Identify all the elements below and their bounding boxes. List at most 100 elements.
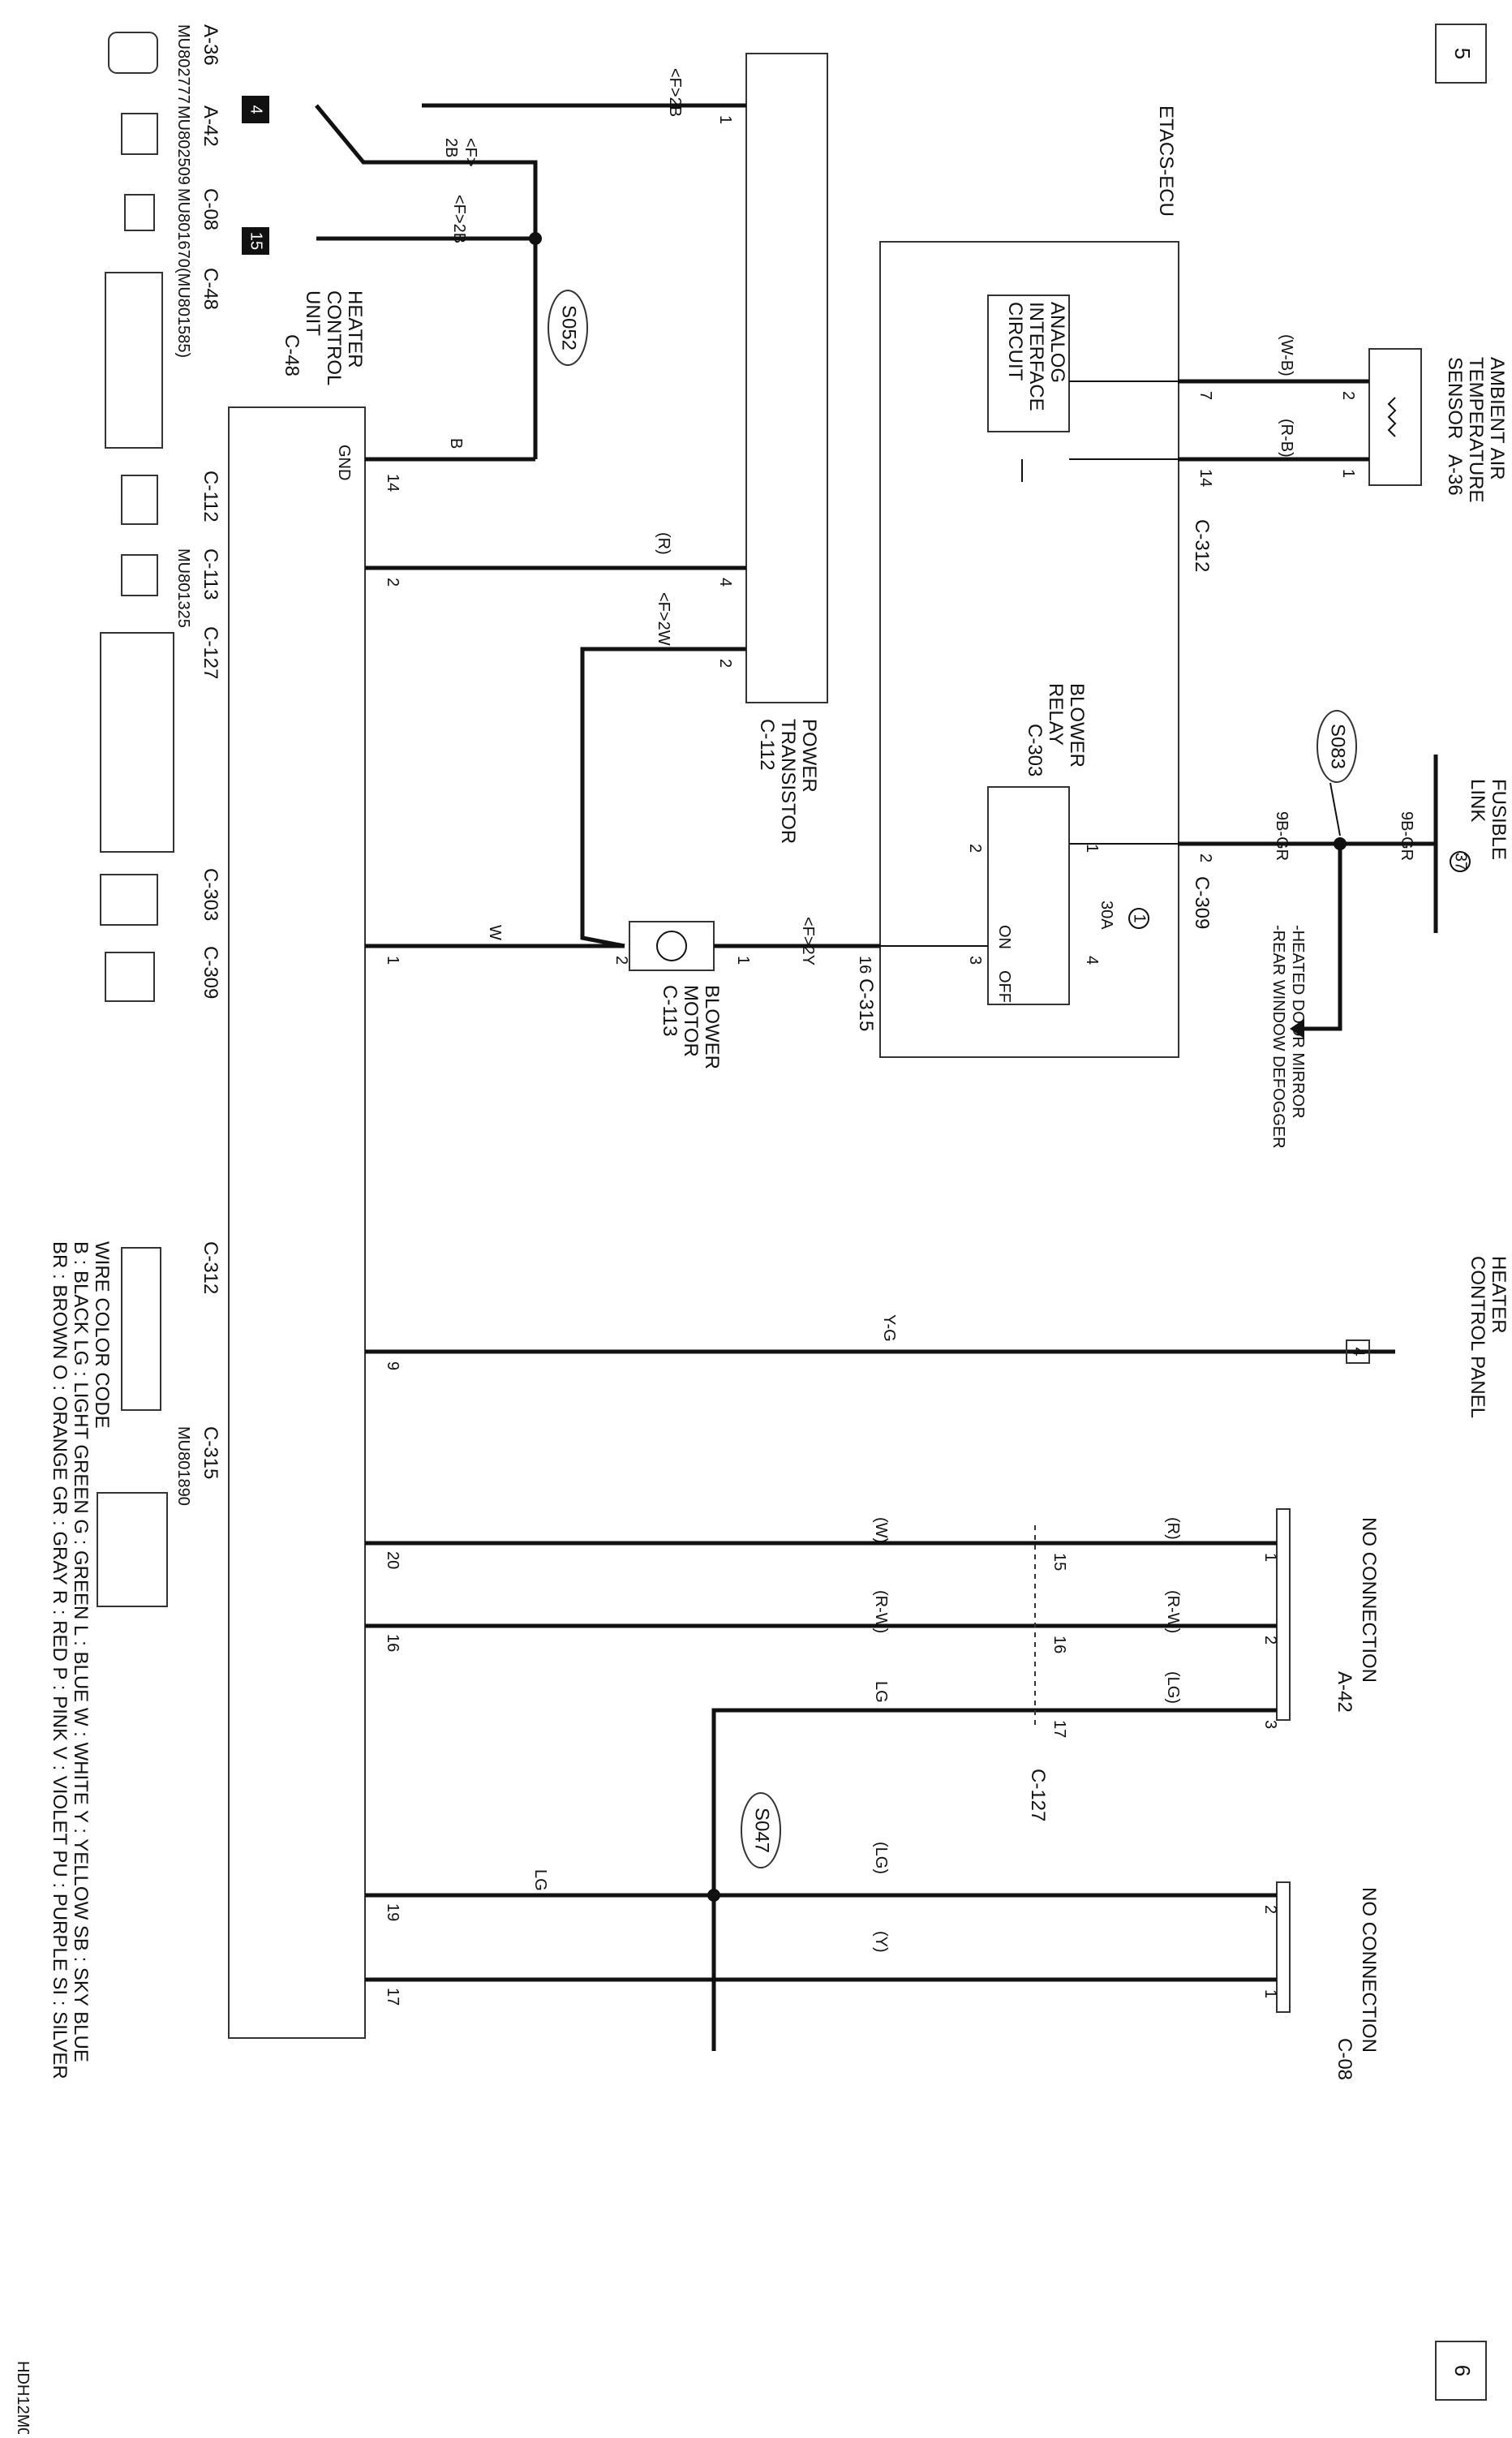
heater-unit-connector: C-48 <box>281 334 303 376</box>
conn-c112-id: C-112 <box>200 471 221 522</box>
pin-h9: 9 <box>384 1361 402 1370</box>
wire-a42-3 <box>711 1708 1277 2051</box>
splice-s083-marker <box>1317 710 1357 783</box>
heater-panel-label-2: CONTROL PANEL <box>1467 1256 1488 1418</box>
wire-label-9bgr-a: 9B-GR <box>1398 811 1415 861</box>
pin-s1: 1 <box>1339 469 1357 478</box>
figure-code: HDH12M00CC <box>14 2361 32 2434</box>
conn-a42-part: MU802509 <box>174 105 192 185</box>
c312-connector-label: C-312 <box>1191 519 1213 572</box>
conn-c48-part: (MU801585) <box>174 268 192 358</box>
wire-label-wb: (W-B) <box>1278 334 1295 376</box>
ref-marker-15-label: 15 <box>247 232 265 250</box>
conn-a42-id: A-42 <box>200 105 221 147</box>
fusible-link-number: 37 <box>1452 853 1470 871</box>
wire-label-b: B <box>447 438 465 449</box>
wire-label-f2y: <F>2Y <box>799 917 817 965</box>
fusible-link-number-circle <box>1450 851 1471 872</box>
splice-s047-label: S047 <box>751 1808 773 1853</box>
page-number-bottom: 6 <box>1450 2365 1475 2376</box>
conn-c113-id: C-113 <box>200 548 221 600</box>
pin-e2: 2 <box>1196 854 1214 862</box>
pin-pt2: 2 <box>716 659 734 668</box>
wire-label-lg-d: LG <box>531 1869 549 1891</box>
pin-h14: 14 <box>384 474 402 492</box>
splice-s047-marker <box>741 1792 781 1868</box>
ambient-sensor-connector: A-36 <box>1444 454 1466 496</box>
conn-c48-id: C-48 <box>200 268 221 310</box>
splice-s052-marker <box>548 290 588 366</box>
splice-s052-label: S052 <box>558 305 580 350</box>
c309-connector-label: C-309 <box>1191 876 1213 929</box>
analog-label-1: ANALOG <box>1046 302 1068 383</box>
gnd-label: GND <box>335 445 353 480</box>
wire-label-f2b: <F>2B <box>666 68 684 117</box>
pin-a3: 3 <box>1261 1720 1279 1729</box>
ref-marker-4-label: 4 <box>247 105 265 114</box>
pin-h17: 17 <box>384 1988 402 2006</box>
conn-a36-id: A-36 <box>200 24 221 66</box>
wire-label-yg: Y-G <box>880 1314 898 1342</box>
pin-a1: 1 <box>1261 1553 1279 1562</box>
conn-c315-part: MU801890 <box>174 1426 192 1506</box>
feed-note-2: -REAR WINDOW DEFOGGER <box>1269 925 1287 1149</box>
wire-color-code-title: WIRE COLOR CODE <box>91 1241 113 1429</box>
ambient-sensor-label-1: AMBIENT AIR <box>1486 357 1508 480</box>
conn-c315-face <box>97 1492 168 1607</box>
conn-c309-face <box>105 952 155 1002</box>
splice-s083-leader <box>1329 782 1341 836</box>
wire-label-y: (Y) <box>872 1931 890 1953</box>
conn-c312-id: C-312 <box>200 1241 221 1294</box>
conn-c08-face <box>124 194 155 231</box>
pin-h2: 2 <box>384 578 402 587</box>
wire-label-w2: (W) <box>872 1517 890 1543</box>
conn-c08-part: MU801670 <box>174 188 192 268</box>
analog-label-3: CIRCUIT <box>1004 302 1026 381</box>
wire-label-r2: (R) <box>1164 1517 1182 1540</box>
heater-unit-label-3: UNIT <box>302 290 324 336</box>
pin-c17: 17 <box>1050 1720 1068 1738</box>
pin-pt4: 4 <box>716 578 734 587</box>
heater-unit-label-2: CONTROL <box>323 290 345 385</box>
wire-pt2 <box>580 647 746 948</box>
connector-views: A-36 MU802777 A-42 MU802509 C-08 MU80167… <box>97 24 221 1607</box>
wire-label-rw2: (R-W) <box>872 1590 890 1633</box>
a42-connector-label: A-42 <box>1334 1671 1355 1713</box>
c315-connector-label: C-315 <box>855 978 877 1031</box>
relay-on-label: ON <box>995 925 1013 949</box>
pin-a2: 2 <box>1261 1636 1279 1645</box>
pin-c15: 15 <box>1050 1553 1068 1571</box>
nc-c08-label: NO CONNECTION <box>1358 1887 1380 2053</box>
ref-marker-4 <box>242 96 269 123</box>
relay-off-label: OFF <box>995 970 1013 1003</box>
pin-n2: 2 <box>1261 1905 1279 1914</box>
power-transistor-box <box>745 53 828 703</box>
pin-h19: 19 <box>384 1903 402 1921</box>
feed-note-1: -HEATED DOOR MIRROR <box>1289 925 1307 1119</box>
pin-r3: 3 <box>966 956 984 965</box>
ambient-sensor-box <box>1368 348 1422 486</box>
wire-label-lg-a: (LG) <box>1164 1671 1182 1704</box>
fusible-link-label-2: LINK <box>1467 779 1488 822</box>
blower-relay-box <box>987 786 1070 1005</box>
wire-label-9bgr-b: 9B-GR <box>1273 811 1291 861</box>
blower-motor-label-2: MOTOR <box>680 985 702 1057</box>
wire-ref4 <box>315 104 538 239</box>
pin-s2: 2 <box>1339 391 1357 400</box>
ambient-sensor-label-3: SENSOR <box>1444 357 1466 439</box>
pin-c16: 16 <box>1050 1636 1068 1653</box>
wire-label-r: (R) <box>655 532 672 555</box>
splice-s047-dot <box>707 1889 720 1902</box>
etacs-ecu-label: ETACS-ECU <box>1155 105 1177 217</box>
analog-label-2: INTERFACE <box>1025 302 1047 411</box>
wire-color-code-line-1: B : BLACK LG : LIGHT GREEN G : GREEN L :… <box>70 1241 92 2062</box>
analog-interface-box <box>987 295 1070 432</box>
conn-a36-face <box>108 32 158 74</box>
pin-h20: 20 <box>384 1551 402 1569</box>
fusible-link-label-1: FUSIBLE <box>1488 779 1510 860</box>
conn-c303-face <box>100 874 158 926</box>
wire-color-code-line-2: BR : BROWN O : ORANGE GR : GRAY R : RED … <box>49 1241 71 2079</box>
a42-connector-box <box>1276 1508 1291 1721</box>
splice-s052-dot <box>529 232 542 245</box>
